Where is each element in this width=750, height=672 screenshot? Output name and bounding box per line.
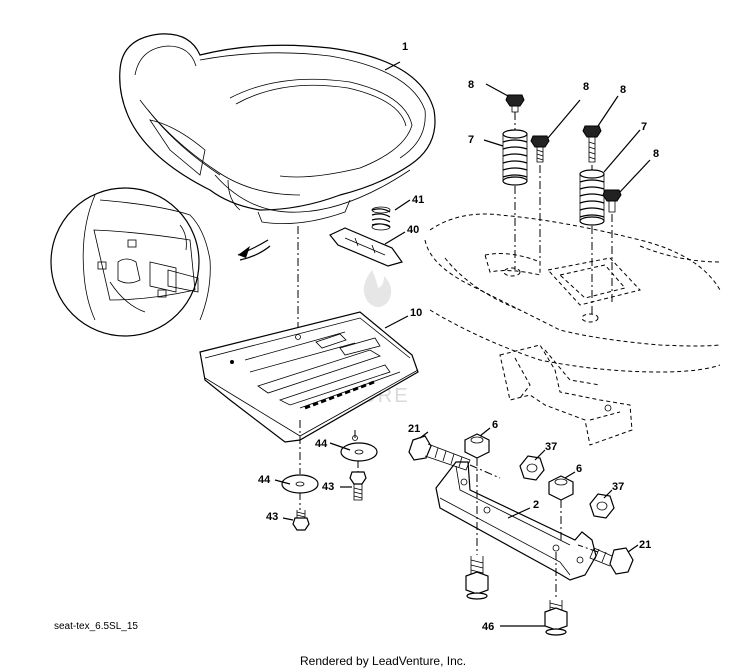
latch[interactable] [329,227,403,267]
bolt-1[interactable] [505,94,525,113]
callout-bracket: 2 [533,499,539,511]
callout-screw-lower: 43 [266,511,278,523]
callout-bolt-right: 21 [639,539,651,551]
washer-lower[interactable] [281,474,319,494]
locknut-lower[interactable] [589,493,615,519]
screw-upper[interactable] [349,471,367,501]
callout-screw-upper: 43 [322,481,334,493]
callout-pan: 10 [410,307,422,319]
seat[interactable] [119,33,436,225]
callout-bolt-2: 8 [583,81,589,93]
bolt-right[interactable] [589,547,634,575]
diagram-code: seat-tex_6.5SL_15 [54,621,138,632]
seat-bracket[interactable] [435,461,597,581]
callout-washer-upper: 44 [315,438,328,450]
spring-right[interactable] [579,169,605,226]
callout-locknut-upper: 37 [545,441,557,453]
callout-small-spring: 41 [412,194,424,206]
footer-credit: Rendered by LeadVenture, Inc. [300,654,467,668]
nut-lower[interactable] [548,475,574,501]
callout-nut-lower: 6 [576,463,582,475]
callout-seat: 1 [402,41,408,53]
callout-spring-right: 7 [641,121,647,133]
small-spring[interactable] [371,206,391,231]
seat-pan[interactable] [199,311,419,443]
nut-upper[interactable] [464,433,490,459]
spring-left[interactable] [502,129,528,186]
bolt-2[interactable] [530,135,550,163]
bolt-left[interactable] [408,435,471,471]
callout-spring-left: 7 [468,134,474,146]
callout-nut-upper: 6 [492,419,498,431]
locknut-upper[interactable] [519,455,545,481]
pan-slots [304,380,375,410]
carriage-bolt-right[interactable] [544,600,568,636]
callout-bolt-4: 8 [653,148,659,160]
callout-bolt-left: 21 [408,423,420,435]
callout-locknut-lower: 37 [612,481,624,493]
bolt-3[interactable] [582,125,602,163]
callout-latch: 40 [407,224,419,236]
carriage-bolt-left[interactable] [465,556,489,600]
callout-bolt-3: 8 [620,84,626,96]
screw-lower[interactable] [292,510,310,531]
fender-outline [424,213,721,373]
callout-bolt-1: 8 [468,79,474,91]
detail-inset [50,187,211,337]
frame-bracket [499,344,633,446]
washer-upper[interactable] [340,442,378,462]
bolt-4[interactable] [602,189,622,213]
callout-carriage-bolt: 46 [482,621,494,633]
callout-washer-lower: 44 [258,474,271,486]
